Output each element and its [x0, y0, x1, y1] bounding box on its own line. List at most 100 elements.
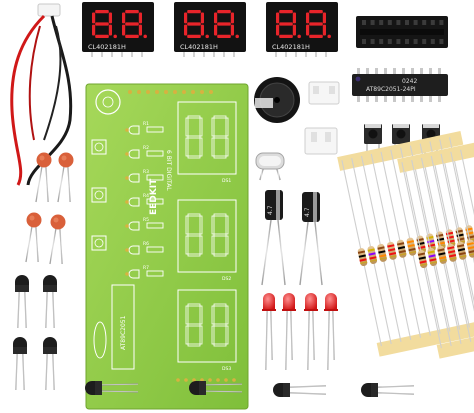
pcb-transistor-outline: [128, 269, 140, 279]
pcb-segment-outline: [225, 235, 229, 255]
pcb-segment-outline: [187, 135, 201, 139]
pcb-segment-outline: [213, 135, 227, 139]
pcb-pad: [125, 248, 129, 252]
mcu-pin: [420, 68, 423, 75]
segment: [309, 22, 323, 26]
pcb-pad: [125, 224, 129, 228]
segment: [122, 12, 126, 24]
mcu-pin: [384, 95, 387, 102]
segment: [322, 24, 326, 36]
wire-connector: [37, 3, 61, 17]
pcb-pad: [224, 378, 228, 382]
display-body: [174, 2, 246, 52]
transistor-4: [43, 337, 57, 391]
socket-contact: [422, 20, 427, 25]
resistor: [380, 151, 422, 338]
mcu-code-label: 0242: [402, 78, 417, 85]
pcb-segment-outline: [199, 215, 203, 235]
pcb-resistor-outline: [146, 150, 164, 157]
buzzer: [254, 77, 300, 123]
pcb-switch-footprint-3: [91, 235, 107, 251]
pcb-ic-footprint: [111, 284, 135, 370]
pcb-board: EEDKIT 6 BIT DIGITAL AT89C2051 R1R2R3R4R…: [85, 83, 249, 410]
pcb-resistor-outline: [146, 126, 164, 133]
resistor: [360, 155, 402, 343]
socket-contact: [370, 39, 375, 44]
pcb-row-label: R7: [143, 265, 149, 271]
segment: [95, 10, 109, 14]
pcb-segment-outline: [211, 235, 215, 255]
socket-contact: [422, 39, 427, 44]
pcb-cap-footprint-2: [102, 96, 114, 108]
pcb-side-text: 6 BIT DIGITAL: [165, 150, 172, 191]
socket-contact: [362, 39, 366, 44]
segment: [95, 22, 109, 26]
socket-contact: [430, 39, 435, 44]
ic-socket: [356, 16, 448, 48]
pcb-segment-outline: [185, 305, 189, 325]
pcb-pad: [125, 272, 129, 276]
segment: [309, 10, 323, 14]
pcb-ic-label: AT89C2051: [120, 315, 127, 350]
segment: [217, 10, 231, 14]
pcb-pad: [216, 378, 220, 382]
display-body: [82, 2, 154, 52]
pcb-segment-outline: [225, 325, 229, 345]
display-label: CL402181H: [180, 43, 218, 51]
segment: [309, 34, 323, 38]
pcb-row-1: R1: [125, 121, 164, 135]
electrolytic-cap-right: 4.7: [299, 192, 323, 286]
cap-right-label: 4.7: [304, 207, 311, 217]
pcb-display-footprint-1: DS1: [177, 101, 237, 184]
pcb-resistor-outline: [146, 246, 164, 253]
pcb-row-label: R1: [143, 121, 149, 127]
switch-plate: [393, 124, 409, 128]
mcu-pin: [438, 68, 441, 75]
pcb-pad: [125, 200, 129, 204]
segment: [217, 34, 231, 38]
resistor: [460, 149, 474, 336]
socket-contact: [396, 39, 401, 44]
pcb-segment-outline: [211, 305, 215, 325]
pcb-segment-outline: [199, 235, 203, 255]
crystal-oscillator: [255, 152, 285, 181]
resistor-bank-left: [337, 130, 474, 357]
pcb-header-pad: [200, 90, 204, 94]
segment: [276, 12, 280, 24]
transistor-3: [13, 337, 27, 391]
display-label: CL402181H: [272, 43, 310, 51]
segment: [187, 22, 201, 26]
pcb-segment-outline: [211, 325, 215, 345]
mcu-pin: [429, 95, 432, 102]
pcb-pad: [192, 378, 196, 382]
pcb-crystal-footprint: [93, 321, 107, 359]
seven-segment-display-3: CL402181H: [266, 2, 338, 57]
pcb-pad: [176, 378, 180, 382]
pcb-resistor-outline: [146, 174, 164, 181]
resistor-bank-right: [397, 132, 474, 359]
switch-button: [396, 129, 406, 139]
pcb-pad: [208, 378, 212, 382]
segment: [200, 24, 204, 36]
mcu-pin: [357, 95, 360, 102]
decimal-point: [235, 34, 239, 39]
mcu-pin: [420, 95, 423, 102]
decimal-point: [297, 34, 301, 39]
pcb-segment-outline: [199, 137, 203, 157]
ceramic-capacitor-3: [25, 212, 42, 263]
segment: [279, 22, 293, 26]
pcb-switch-footprint-2: [91, 187, 107, 203]
pcb-switch-footprint-1: [91, 139, 107, 155]
mcu-pin: [384, 68, 387, 75]
socket-contact: [387, 20, 392, 25]
transistor-8: [361, 383, 415, 397]
mcu-pin: [402, 68, 405, 75]
decimal-point: [327, 34, 331, 39]
socket-contact: [379, 39, 384, 44]
led-body: [263, 293, 275, 310]
pcb-transistor-outline: [128, 197, 140, 207]
pcb-segment-outline: [225, 117, 229, 137]
seven-segment-display-2: CL402181H: [174, 2, 246, 57]
pcb-segment-outline: [187, 213, 201, 217]
